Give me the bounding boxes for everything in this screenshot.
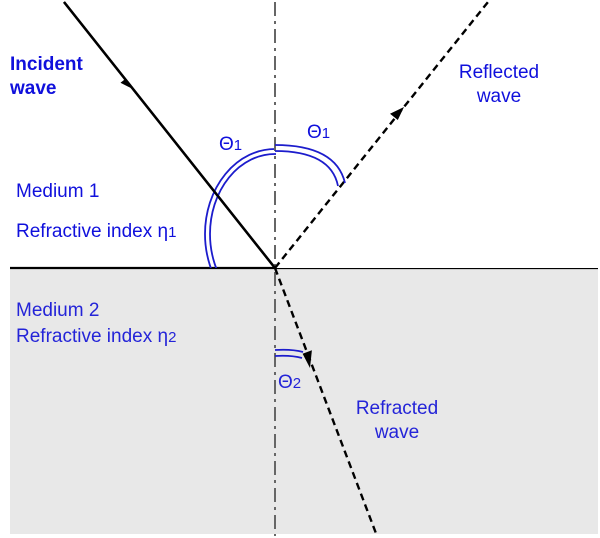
reflected-label-line2: wave [476, 86, 522, 107]
reflected-label-line1: Reflected [458, 62, 540, 83]
theta2-symbol: Θ [278, 372, 293, 393]
theta1-reflected-label: Θ1 [307, 121, 330, 146]
theta2-label: Θ2 [278, 371, 301, 396]
theta1-reflected-subscript: 1 [321, 125, 331, 142]
theta2-arc [274, 348, 304, 359]
reflected-wave-label: Reflected wave [446, 61, 552, 109]
incident-wave-label: Incident wave [10, 53, 83, 101]
medium-1-index-subscript: 1 [168, 224, 177, 241]
medium-1-label: Medium 1 [16, 181, 100, 202]
medium-1-index-label: Refractive index η1 [16, 220, 176, 245]
medium-2-index-text: Refractive index η [16, 326, 169, 347]
refracted-ray [273, 267, 379, 537]
medium-2-region [10, 268, 598, 534]
incident-label-line2: wave [10, 78, 57, 99]
medium-2-label: Medium 2 [16, 300, 100, 321]
refracted-wave-label: Refracted wave [344, 397, 450, 445]
theta1-incident-subscript: 1 [233, 137, 243, 154]
medium-2-index-label: Refractive index η2 [16, 325, 176, 350]
theta2-subscript: 2 [292, 375, 302, 392]
theta1-incident-symbol: Θ [219, 134, 234, 155]
medium-1-index-text: Refractive index η [16, 221, 169, 242]
medium-2-index-subscript: 2 [168, 329, 177, 346]
refracted-label-line1: Refracted [355, 398, 439, 419]
refracted-arrowhead [302, 350, 312, 368]
theta1-incident-label: Θ1 [219, 133, 242, 158]
refracted-label-line2: wave [374, 422, 420, 443]
theta1-reflected-symbol: Θ [307, 122, 322, 143]
theta1-reflected-arc [274, 144, 346, 187]
incident-label-line1: Incident [10, 54, 83, 75]
